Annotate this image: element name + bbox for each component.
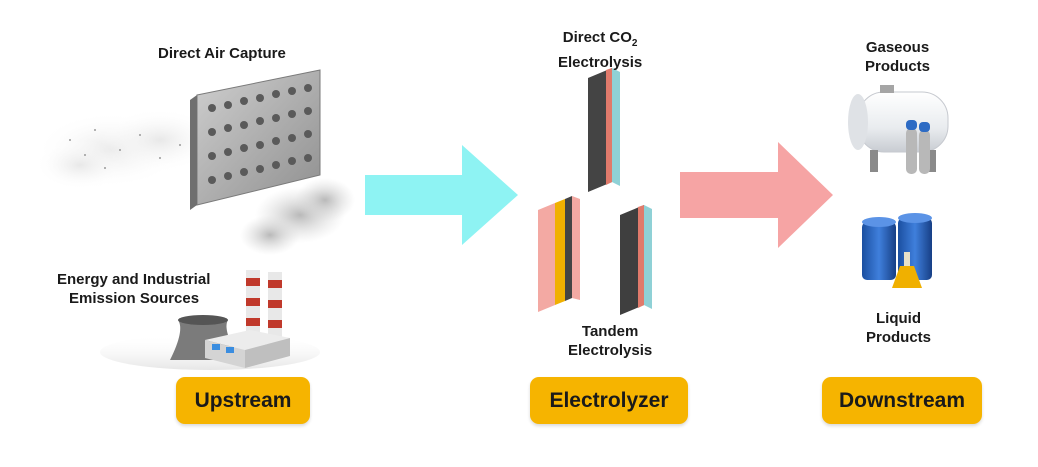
factory-icon [100,270,320,370]
label-gaseous-line2: Products [865,58,931,75]
electrolyzer-stack-icon [620,205,652,315]
label-tandem-electrolysis: Tandem Electrolysis [568,322,652,360]
label-direct-air-capture: Direct Air Capture [158,45,286,62]
label-emission-line2: Emission Sources [69,290,200,307]
label-liquid-products: Liquid Products [866,309,931,347]
oil-drum-icon [862,213,932,280]
label-direct-co2-line2: Electrolysis [558,54,643,71]
electrolyzer-stack-icon [588,68,620,192]
dac-panel-icon [190,69,321,210]
label-liquid-line1: Liquid [876,310,921,327]
label-gaseous-products: Gaseous Products [865,38,930,76]
smoke-icon [240,178,355,255]
label-gaseous-line1: Gaseous [865,39,930,56]
stage-electrolyzer-badge: Electrolyzer [530,377,688,424]
label-direct-co2-line1: Direct CO2 [562,29,638,49]
electrolyzer-stack-icon [538,196,580,312]
label-emission-sources: Energy and Industrial Emission Sources [57,270,210,308]
label-emission-line1: Energy and Industrial [57,271,211,288]
flask-icon [892,252,922,288]
stage-upstream-badge: Upstream [176,377,310,424]
label-tandem-line1: Tandem [581,323,639,340]
downstream-arrow [680,142,833,248]
gas-cylinder-icon [906,120,930,174]
stage-downstream-badge: Downstream [822,377,982,424]
upstream-arrow [365,145,518,245]
gas-tank-icon [848,85,949,172]
label-tandem-line2: Electrolysis [568,342,653,359]
label-liquid-line2: Products [866,329,932,346]
label-direct-co2-electrolysis: Direct CO2 Electrolysis [558,28,642,72]
